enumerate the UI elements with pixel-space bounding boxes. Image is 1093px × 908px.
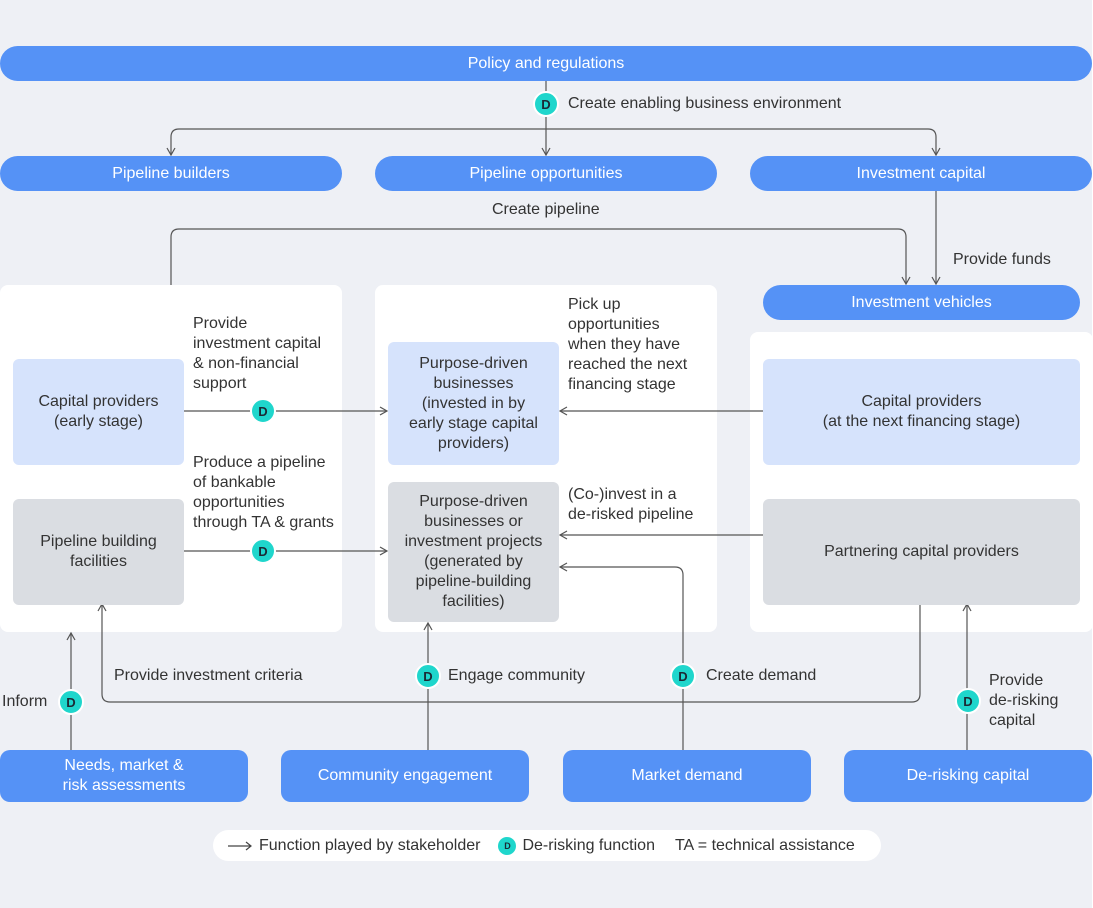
pick-up-label: Pick up opportunities when they have rea… bbox=[568, 296, 688, 393]
inform-label: Inform bbox=[2, 693, 48, 710]
provide-funds-label: Provide funds bbox=[953, 251, 1051, 268]
legend-derisking-label: De-risking function bbox=[522, 836, 655, 854]
derisking-badge-early: D bbox=[250, 398, 276, 424]
derisking-badge-inform: D bbox=[58, 689, 84, 715]
legend-function-label: Function played by stakeholder bbox=[259, 836, 481, 854]
pipeline-opportunities-pill: Pipeline opportunities bbox=[375, 156, 717, 191]
investment-capital-pill: Investment capital bbox=[750, 156, 1092, 191]
purpose-projects-node: Purpose-driven businesses or investment … bbox=[388, 482, 559, 622]
provide-derisking-label: Provide de-risking capital bbox=[989, 672, 1059, 729]
legend: Function played by stakeholder D De-risk… bbox=[213, 830, 881, 861]
enabling-label: Create enabling business environment bbox=[568, 95, 842, 112]
needs-assessments-pill: Needs, market & risk assessments bbox=[0, 750, 248, 802]
create-demand-label: Create demand bbox=[706, 667, 817, 684]
derisking-badge-enabling: D bbox=[533, 91, 559, 117]
purpose-businesses-node: Purpose-driven businesses (invested in b… bbox=[388, 342, 559, 465]
market-demand-pill: Market demand bbox=[563, 750, 811, 802]
legend-ta-label: TA = technical assistance bbox=[674, 836, 855, 854]
community-engagement-pill: Community engagement bbox=[281, 750, 529, 802]
pipeline-builders-pill: Pipeline builders bbox=[0, 156, 342, 191]
derisking-badge-community: D bbox=[415, 663, 441, 689]
arrow-icon bbox=[228, 841, 252, 850]
investment-criteria-label: Provide investment criteria bbox=[114, 667, 303, 684]
produce-pipeline-label: Produce a pipeline of bankable opportuni… bbox=[193, 454, 334, 531]
partnering-capital-node: Partnering capital providers bbox=[763, 499, 1080, 605]
capital-providers-next-node: Capital providers (at the next financing… bbox=[763, 359, 1080, 465]
policy-pill: Policy and regulations bbox=[0, 46, 1092, 81]
engage-community-label: Engage community bbox=[448, 667, 585, 684]
derisking-badge-capital: D bbox=[955, 688, 981, 714]
derisking-badge-facilities: D bbox=[250, 538, 276, 564]
capital-providers-early-node: Capital providers (early stage) bbox=[13, 359, 184, 465]
derisking-legend-icon: D bbox=[498, 836, 517, 855]
derisking-badge-demand: D bbox=[670, 663, 696, 689]
derisking-capital-pill: De-risking capital bbox=[844, 750, 1092, 802]
co-invest-label: (Co-)invest in a de-risked pipeline bbox=[568, 486, 694, 523]
provide-capital-support-label: Provide investment capital & non-financi… bbox=[193, 315, 322, 392]
pipeline-facilities-node: Pipeline building facilities bbox=[13, 499, 184, 605]
create-pipeline-label: Create pipeline bbox=[492, 201, 600, 218]
investment-vehicles-pill: Investment vehicles bbox=[763, 285, 1080, 320]
